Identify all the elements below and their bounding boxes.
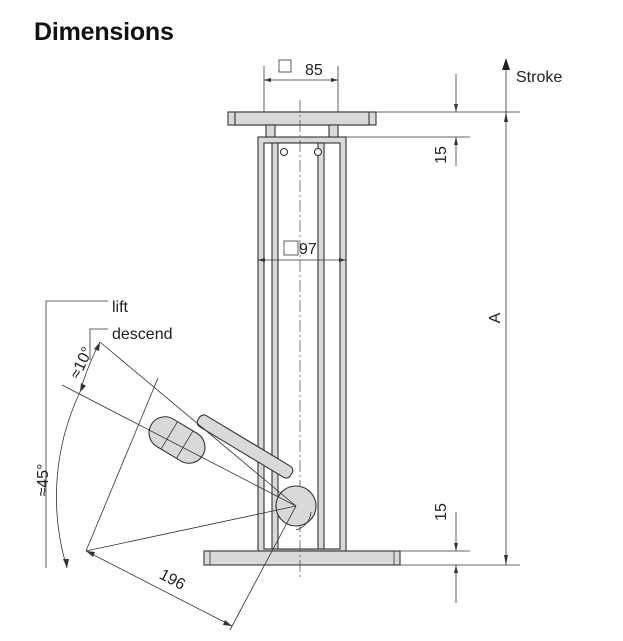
small-angle-dimension: ≈10°	[67, 341, 101, 393]
top-plate-dim-label: 85	[305, 62, 323, 79]
stroke-label: Stroke	[516, 69, 562, 86]
top-plate-dimension: 85	[263, 59, 339, 112]
overall-height-label: A	[487, 312, 504, 323]
top-offset-dimension: 15	[433, 74, 458, 166]
small-angle-label: ≈10°	[67, 345, 96, 382]
base-plate	[203, 550, 401, 566]
stroke-indicator: Stroke	[502, 58, 562, 112]
bottom-offset-dimension: 15	[433, 503, 458, 603]
column-dim-label: 97	[299, 241, 317, 258]
top-plate	[227, 111, 377, 157]
pivot-drop-line	[229, 505, 297, 631]
descend-label: descend	[112, 326, 173, 343]
column-dimension: 97	[258, 240, 346, 262]
overall-height-dimension: A	[487, 112, 508, 565]
lift-descend-leaders: lift descend	[45, 299, 173, 568]
lift-limit-line	[99, 341, 297, 507]
outer-column	[257, 136, 347, 556]
lower-limit-line	[85, 505, 297, 552]
handle-length-dimension: 196	[85, 377, 233, 627]
top-offset-label: 15	[433, 146, 450, 164]
lift-label: lift	[112, 299, 129, 316]
page-title: Dimensions	[34, 18, 174, 46]
large-angle-label: ≈45°	[35, 464, 52, 497]
handle-axis-line	[61, 384, 297, 507]
bottom-offset-label: 15	[433, 503, 450, 521]
large-angle-dimension: ≈45°	[35, 391, 81, 569]
